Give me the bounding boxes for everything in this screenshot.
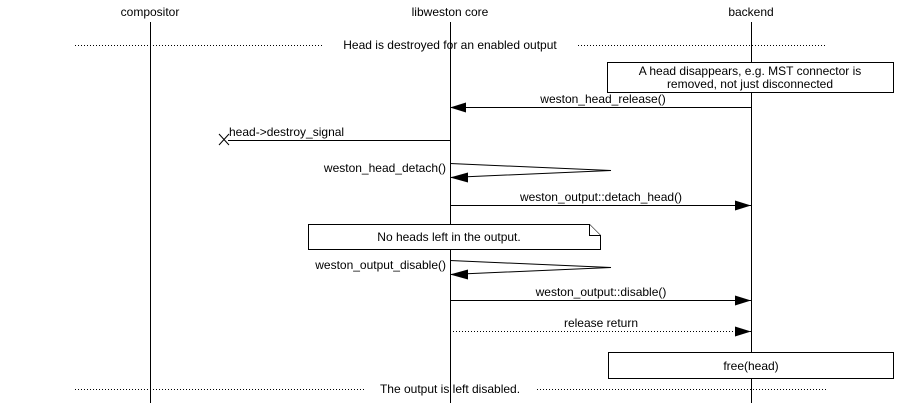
note-no-heads-left: No heads left in the output. (308, 224, 601, 250)
message-weston-output-disable-call-label: weston_output_disable() (314, 258, 446, 272)
note-mst-connector-box (607, 62, 894, 93)
note-no-heads-left-fold (589, 224, 601, 236)
message-weston-head-detach-wedge (449, 163, 612, 178)
message-weston-output-disable[interactable]: weston_output::disable() (450, 285, 751, 306)
message-release-return-label: release return (564, 316, 638, 330)
message-weston-output-disable-arrowhead (735, 295, 751, 306)
note-free-head-label: free(head) (723, 359, 778, 373)
message-release-return[interactable]: release return (450, 316, 751, 337)
separator-top: Head is destroyed for an enabled output (75, 38, 826, 52)
separator-top-label: Head is destroyed for an enabled output (343, 38, 557, 52)
message-weston-output-disable-label: weston_output::disable() (535, 285, 667, 299)
note-free-head-box (608, 352, 894, 379)
note-mst-connector-line-2: removed, not just disconnected (667, 77, 833, 91)
message-weston-head-release-arrowhead (450, 102, 466, 113)
note-no-heads-left-box (308, 224, 601, 250)
message-weston-head-detach-label: weston_head_detach() (323, 161, 446, 175)
message-weston-output-disable-call-arrowhead (450, 269, 468, 280)
message-weston-head-release[interactable]: weston_head_release() (450, 92, 751, 113)
message-weston-output-disable-call-wedge (449, 260, 612, 275)
message-weston-output-detach-head-arrowhead (735, 200, 751, 211)
message-weston-output-detach-head-label: weston_output::detach_head() (519, 190, 682, 204)
message-release-return-arrowhead (735, 326, 751, 337)
message-weston-head-release-label: weston_head_release() (539, 92, 665, 106)
lost-message-x-icon (218, 133, 230, 146)
message-weston-head-detach-arrowhead (450, 172, 468, 183)
message-weston-output-disable-call[interactable]: weston_output_disable() (314, 258, 612, 280)
note-mst-connector: A head disappears, e.g. MST connector is… (607, 62, 894, 93)
note-mst-connector-line-1: A head disappears, e.g. MST connector is (639, 64, 862, 78)
participants-group: compositor libweston core backend (121, 5, 774, 19)
message-weston-head-detach[interactable]: weston_head_detach() (323, 161, 612, 183)
note-free-head: free(head) (608, 352, 894, 379)
message-head-destroy-signal[interactable]: head->destroy_signal (218, 125, 450, 146)
message-head-destroy-signal-label: head->destroy_signal (229, 125, 344, 139)
participant-label-compositor[interactable]: compositor (121, 5, 180, 19)
note-no-heads-left-line-1: No heads left in the output. (377, 230, 520, 244)
message-weston-output-detach-head[interactable]: weston_output::detach_head() (450, 190, 751, 211)
separator-bottom: The output is left disabled. (75, 382, 826, 396)
participant-label-libweston-core[interactable]: libweston core (412, 5, 489, 19)
separator-bottom-label: The output is left disabled. (380, 382, 520, 396)
participant-label-backend[interactable]: backend (728, 5, 773, 19)
